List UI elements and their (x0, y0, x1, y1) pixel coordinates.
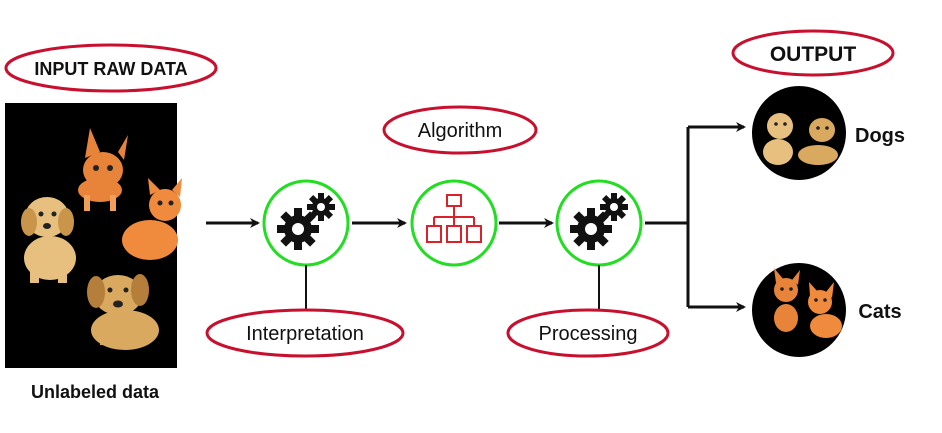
input-label-oval: INPUT RAW DATA (4, 43, 218, 93)
input-label: INPUT RAW DATA (34, 59, 187, 79)
input-data-photo (5, 103, 182, 368)
cats-label: Cats (858, 301, 901, 323)
interpretation-label-oval: Interpretation (205, 308, 405, 358)
cat-image (122, 178, 182, 260)
cats-image (774, 268, 842, 338)
processing-label-oval: Processing (506, 308, 670, 358)
output-label: OUTPUT (770, 43, 857, 66)
algorithm-label: Algorithm (418, 120, 502, 142)
cats-output: Cats (752, 263, 902, 357)
dogs-output: Dogs (752, 86, 905, 180)
interpretation-node (262, 179, 350, 310)
hierarchy-icon (426, 194, 482, 243)
output-label-oval: OUTPUT (731, 29, 895, 77)
dogs-image (763, 113, 838, 165)
algorithm-label-oval: Algorithm (382, 105, 538, 155)
kitten-image (78, 128, 128, 211)
dog-image (87, 274, 159, 350)
flow-arrows (206, 122, 746, 312)
unlabeled-data-caption: Unlabeled data (31, 382, 160, 402)
interpretation-label: Interpretation (246, 323, 364, 345)
puppy-image (21, 197, 76, 283)
dogs-label: Dogs (855, 125, 905, 147)
algorithm-node (410, 179, 498, 267)
processing-node (555, 179, 643, 310)
processing-label: Processing (539, 323, 638, 345)
